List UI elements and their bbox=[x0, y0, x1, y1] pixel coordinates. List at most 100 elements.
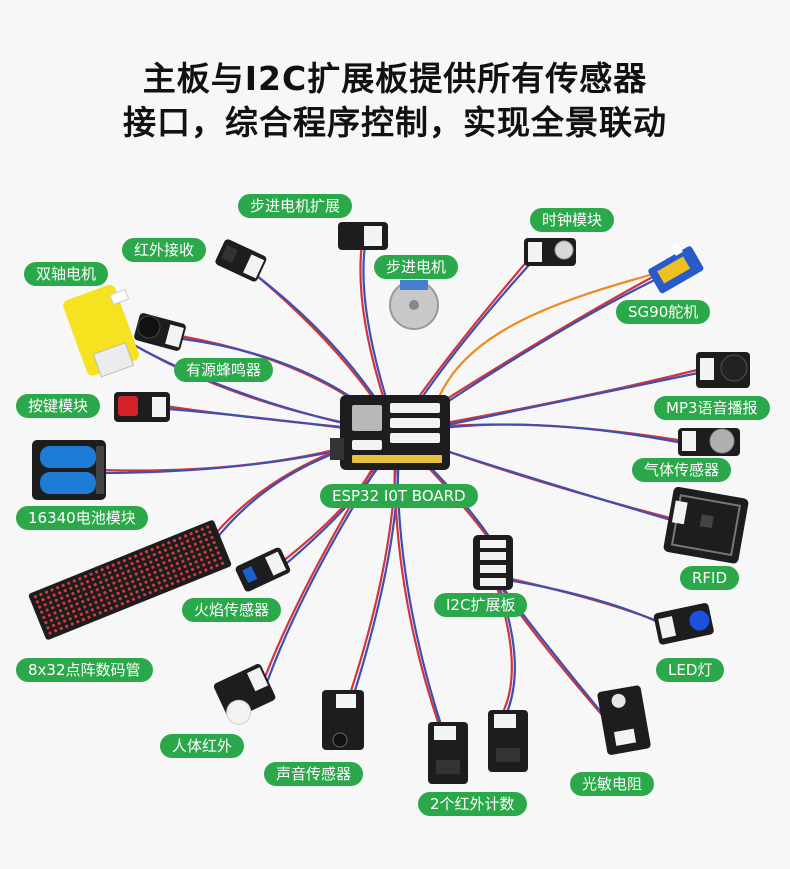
matrix-dot bbox=[112, 581, 116, 585]
matrix-display-part bbox=[28, 520, 232, 640]
matrix-dot bbox=[206, 543, 211, 547]
matrix-dot bbox=[39, 592, 43, 597]
matrix-dot bbox=[132, 567, 136, 571]
matrix-dot bbox=[152, 583, 156, 587]
matrix-dot bbox=[108, 588, 113, 593]
matrix-dot bbox=[163, 579, 167, 583]
matrix-dot bbox=[218, 556, 222, 560]
matrix-dot bbox=[93, 582, 97, 587]
matrix-dot bbox=[85, 580, 90, 584]
matrix-dot bbox=[152, 553, 156, 557]
servo-wire bbox=[438, 273, 652, 397]
matrix-dot bbox=[85, 610, 89, 614]
matrix-dot bbox=[133, 554, 138, 558]
matrix-dot bbox=[179, 572, 184, 576]
label-pir-sensor: 人体红外 bbox=[160, 734, 245, 758]
matrix-dot bbox=[211, 553, 215, 557]
matrix-dot bbox=[143, 562, 147, 566]
matrix-dot bbox=[161, 543, 165, 547]
matrix-dot bbox=[175, 561, 179, 566]
matrix-dot bbox=[84, 592, 88, 596]
matrix-dot bbox=[64, 606, 68, 611]
matrix-dot bbox=[176, 579, 180, 583]
matrix-dot bbox=[203, 550, 207, 554]
matrix-dot bbox=[67, 581, 71, 585]
matrix-dot bbox=[63, 619, 67, 623]
matrix-dot bbox=[73, 597, 77, 601]
matrix-dot bbox=[83, 574, 88, 579]
matrix-dot bbox=[185, 570, 189, 574]
label-photoresistor: 光敏电阻 bbox=[570, 772, 655, 796]
matrix-dot bbox=[72, 579, 76, 583]
matrix-dot bbox=[44, 590, 49, 594]
matrix-dot bbox=[204, 538, 209, 542]
matrix-dot bbox=[151, 565, 155, 569]
matrix-dot bbox=[194, 560, 198, 564]
matrix-dot bbox=[125, 582, 129, 586]
matrix-dot bbox=[181, 577, 186, 581]
stepper-driver-board bbox=[338, 222, 388, 250]
label-clock-module: 时钟模块 bbox=[530, 208, 615, 232]
matrix-dot bbox=[41, 598, 45, 602]
matrix-dot bbox=[117, 561, 121, 565]
matrix-dot bbox=[200, 558, 204, 562]
matrix-dot bbox=[44, 621, 48, 625]
matrix-dot bbox=[65, 624, 69, 628]
matrix-dot bbox=[141, 557, 145, 561]
matrix-dot bbox=[113, 568, 117, 572]
matrix-dot bbox=[67, 599, 72, 603]
matrix-dot bbox=[107, 601, 111, 605]
matrix-dot bbox=[89, 572, 93, 576]
matrix-dot bbox=[138, 564, 142, 569]
matrix-dot bbox=[182, 547, 186, 551]
matrix-dot bbox=[106, 565, 110, 570]
flame-sensor-part bbox=[235, 547, 291, 592]
matrix-dot bbox=[49, 600, 53, 605]
label-sound-sensor: 声音传感器 bbox=[264, 762, 364, 786]
label-stepper-expansion: 步进电机扩展 bbox=[238, 194, 353, 218]
matrix-dot bbox=[86, 597, 90, 602]
label-esp32-board: ESP32 I0T BOARD bbox=[320, 484, 478, 508]
matrix-dot bbox=[197, 535, 201, 539]
matrix-dot bbox=[54, 629, 58, 633]
matrix-dot bbox=[81, 600, 85, 604]
matrix-dot bbox=[193, 572, 197, 577]
matrix-dot bbox=[209, 548, 213, 552]
matrix-dot bbox=[129, 574, 133, 578]
matrix-dot bbox=[189, 532, 193, 536]
matrix-dot bbox=[170, 564, 174, 568]
title-line-2: 接口，综合程序控制，实现全景联动 bbox=[123, 103, 667, 142]
matrix-dot bbox=[109, 606, 113, 610]
matrix-dot bbox=[92, 613, 97, 617]
matrix-dot bbox=[195, 547, 200, 551]
matrix-dot bbox=[191, 537, 195, 541]
label-mp3-module: MP3语音播报 bbox=[654, 396, 770, 420]
matrix-dot bbox=[102, 573, 106, 577]
matrix-dot bbox=[147, 573, 152, 577]
matrix-dot bbox=[106, 583, 111, 587]
matrix-dot bbox=[158, 550, 162, 555]
matrix-dot bbox=[201, 545, 205, 549]
matrix-dot bbox=[129, 592, 133, 596]
matrix-dot bbox=[90, 590, 94, 594]
matrix-dot bbox=[74, 614, 78, 619]
matrix-dot bbox=[59, 626, 63, 631]
matrix-dot bbox=[202, 532, 206, 537]
matrix-dot bbox=[181, 559, 185, 563]
matrix-dot bbox=[94, 600, 98, 605]
matrix-dot bbox=[99, 580, 103, 584]
ir-counter-part-1 bbox=[428, 722, 468, 784]
matrix-dot bbox=[177, 567, 181, 571]
matrix-dot bbox=[115, 573, 120, 578]
matrix-dot bbox=[63, 589, 67, 593]
matrix-dot bbox=[127, 587, 131, 591]
matrix-dots bbox=[33, 525, 225, 635]
matrix-dot bbox=[164, 566, 168, 570]
matrix-dot bbox=[95, 588, 99, 592]
matrix-dot bbox=[196, 565, 200, 569]
matrix-dot bbox=[88, 585, 92, 589]
matrix-dot bbox=[70, 622, 74, 626]
matrix-dot bbox=[60, 614, 65, 618]
matrix-dot bbox=[163, 548, 168, 552]
matrix-dot bbox=[92, 595, 96, 599]
